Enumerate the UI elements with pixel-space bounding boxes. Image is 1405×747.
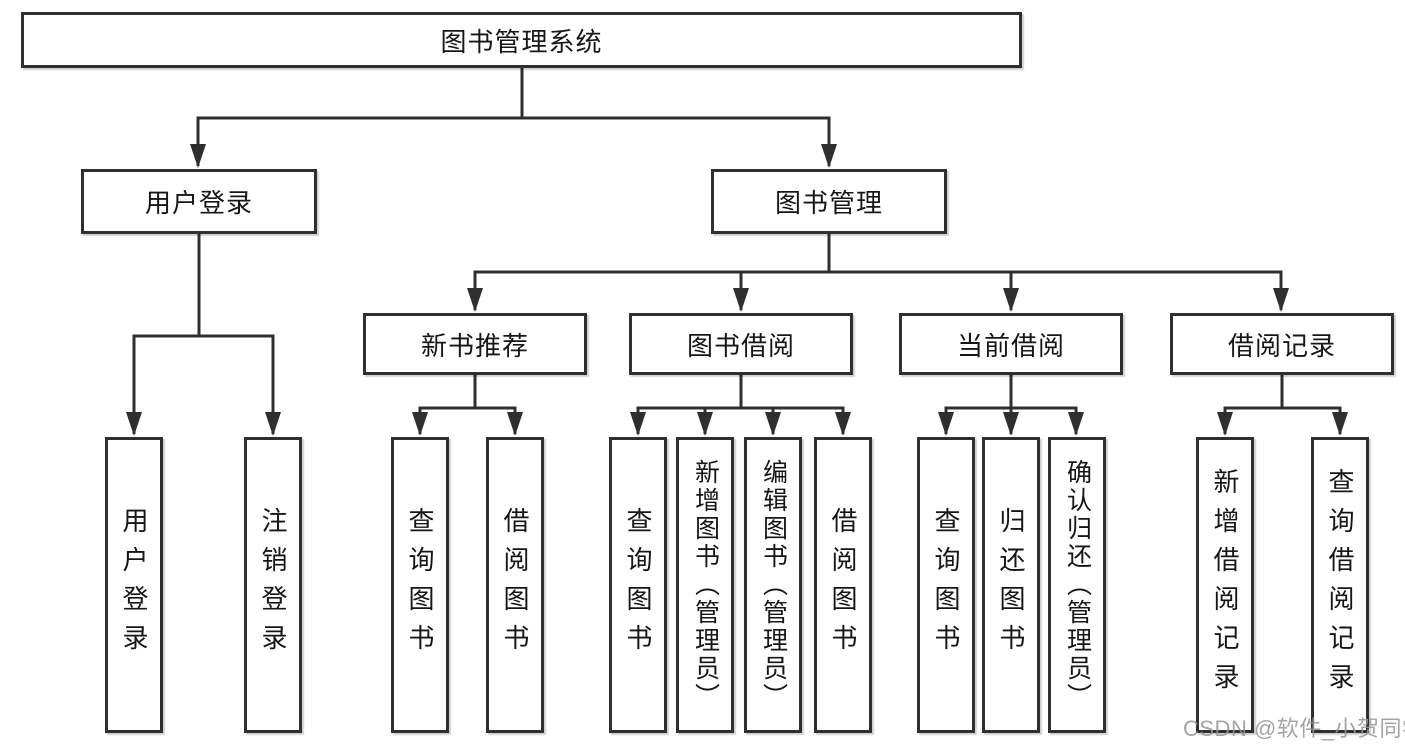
node-book-borrowing: 图书借阅 [629, 313, 853, 375]
leaf-records-query-record: 查询借阅记录 [1311, 437, 1369, 733]
leaf-logout: 注销登录 [244, 437, 302, 733]
leaf-recommend-borrow-book: 借阅图书 [486, 437, 544, 733]
leaf-current-query-book: 查询图书 [917, 437, 975, 733]
leaf-current-return-book: 归还图书 [982, 437, 1040, 733]
node-user-login: 用户登录 [81, 169, 317, 234]
leaf-records-add-record: 新增借阅记录 [1196, 437, 1254, 733]
leaf-recommend-query-book: 查询图书 [391, 437, 449, 733]
leaf-current-confirm-return-admin: 确认归还（管理员） [1048, 437, 1106, 733]
node-book-management: 图书管理 [711, 169, 947, 234]
leaf-borrowing-borrow-book: 借阅图书 [814, 437, 872, 733]
node-new-book-recommend: 新书推荐 [363, 313, 587, 375]
node-borrowing-records: 借阅记录 [1170, 313, 1394, 375]
leaf-borrowing-edit-book-admin: 编辑图书（管理员） [744, 437, 802, 733]
node-root-library-system: 图书管理系统 [21, 12, 1022, 68]
leaf-borrowing-query-book: 查询图书 [609, 437, 667, 733]
csdn-watermark: CSDN @软件_小贺同学 [1183, 716, 1405, 741]
leaf-borrowing-add-book-admin: 新增图书（管理员） [676, 437, 734, 733]
node-current-borrowing: 当前借阅 [899, 313, 1123, 375]
leaf-user-login: 用户登录 [105, 437, 163, 733]
